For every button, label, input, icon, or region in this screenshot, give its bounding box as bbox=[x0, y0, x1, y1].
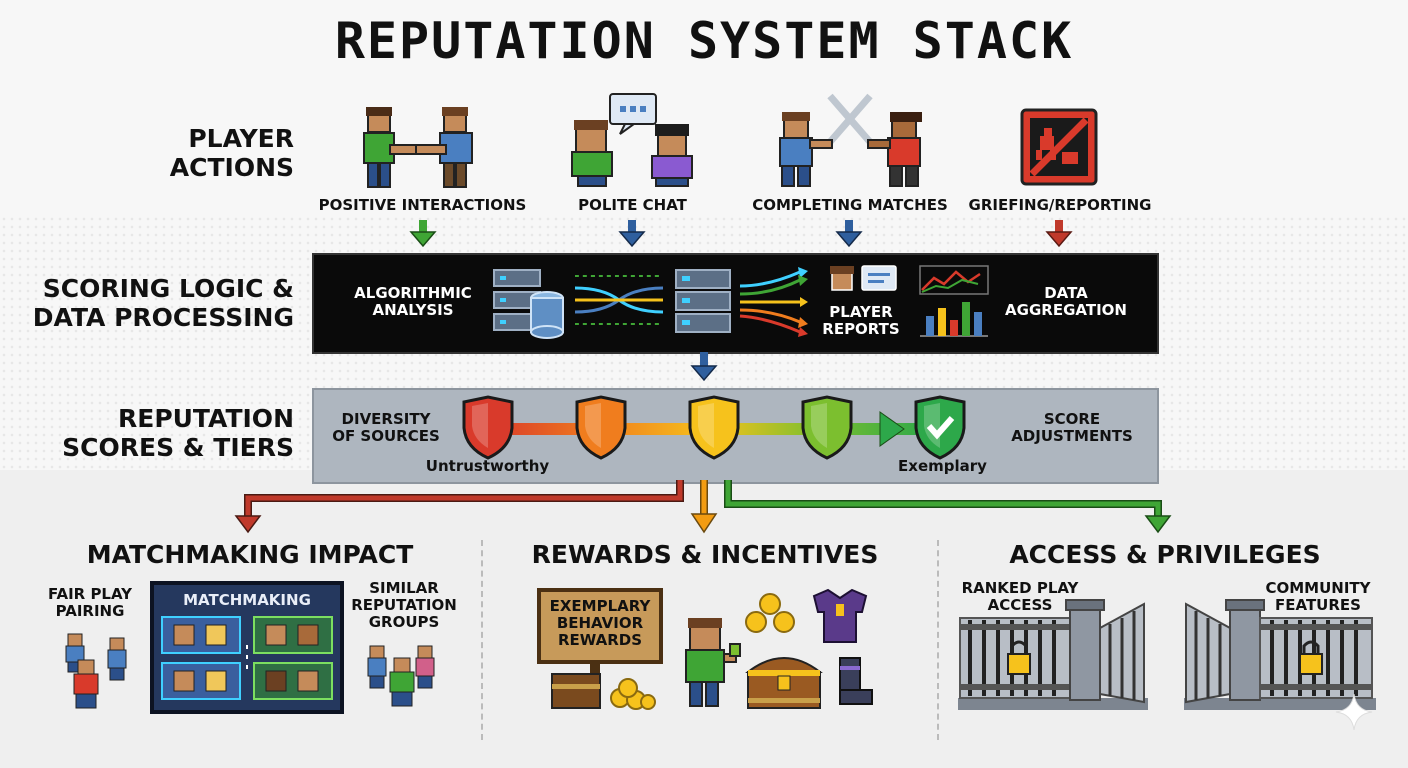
boots-icon bbox=[839, 657, 873, 705]
branch-arrows bbox=[234, 480, 1172, 534]
community-gate-icon bbox=[1184, 599, 1376, 710]
player-reward-icon bbox=[685, 618, 741, 707]
similar-group-icon bbox=[367, 645, 435, 707]
matchmaking-slots bbox=[161, 616, 333, 700]
server-database-icon bbox=[493, 269, 564, 339]
arrow-down-red bbox=[1045, 220, 1073, 248]
chat-icon bbox=[571, 93, 693, 187]
action-caption-griefing: GRIEFING/REPORTING bbox=[968, 196, 1152, 214]
exemplary-label: Exemplary bbox=[898, 457, 987, 475]
tier-scale bbox=[462, 395, 966, 460]
armor-icon bbox=[812, 588, 868, 643]
treasure-chest-icon bbox=[745, 657, 823, 709]
charts-icon bbox=[919, 265, 989, 337]
arrow-down-processing bbox=[690, 352, 718, 382]
matchmaking-screen-title: MATCHMAKING bbox=[183, 591, 311, 609]
treasure-pile-icon bbox=[551, 660, 656, 710]
section-title-access: ACCESS & PRIVILEGES bbox=[1009, 540, 1321, 569]
action-caption-polite-chat: POLITE CHAT bbox=[578, 196, 687, 214]
no-griefing-icon bbox=[1020, 108, 1098, 186]
row-label-scores: REPUTATION SCORES & TIERS bbox=[62, 404, 294, 462]
score-adjustments-label: SCORE ADJUSTMENTS bbox=[1011, 410, 1133, 445]
section-title-matchmaking: MATCHMAKING IMPACT bbox=[86, 540, 414, 569]
ranked-play-label: RANKED PLAY ACCESS bbox=[961, 579, 1079, 614]
row-label-player-actions: PLAYER ACTIONS bbox=[169, 124, 294, 182]
shield-icon bbox=[801, 395, 853, 460]
community-features-label: COMMUNITY FEATURES bbox=[1265, 579, 1371, 614]
matchmaking-screen: MATCHMAKING bbox=[150, 581, 344, 714]
output-arrows-icon bbox=[739, 267, 808, 337]
server-icon bbox=[675, 269, 731, 333]
data-flow-icon bbox=[574, 275, 664, 325]
coins-icon bbox=[745, 593, 795, 633]
processing-panel bbox=[312, 253, 1159, 354]
algorithmic-analysis-label: ALGORITHMIC ANALYSIS bbox=[354, 284, 472, 319]
shield-check-icon bbox=[914, 395, 966, 460]
action-caption-positive: POSITIVE INTERACTIONS bbox=[318, 196, 527, 214]
shield-icon bbox=[575, 395, 627, 460]
diversity-label: DIVERSITY OF SOURCES bbox=[332, 410, 440, 445]
untrustworthy-label: Untrustworthy bbox=[425, 457, 550, 475]
swords-icon bbox=[779, 93, 922, 187]
ranked-gate-icon bbox=[958, 599, 1148, 710]
sparkle-icon bbox=[1335, 693, 1373, 731]
section-divider-left bbox=[481, 540, 483, 740]
fair-play-players-icon bbox=[65, 633, 127, 709]
arrow-down-green bbox=[409, 220, 437, 248]
player-report-icon bbox=[830, 265, 897, 291]
arrow-down-blue-1 bbox=[618, 220, 646, 248]
shield-icon bbox=[462, 395, 514, 460]
handshake-icon bbox=[363, 107, 473, 188]
section-divider-right bbox=[937, 540, 939, 740]
similar-reputation-label: SIMILAR REPUTATION GROUPS bbox=[351, 579, 457, 631]
arrow-down-blue-2 bbox=[835, 220, 863, 248]
section-title-rewards: REWARDS & INCENTIVES bbox=[531, 540, 879, 569]
action-caption-completing: COMPLETING MATCHES bbox=[752, 196, 948, 214]
rewards-sign: EXEMPLARY BEHAVIOR REWARDS bbox=[537, 588, 663, 664]
rewards-sign-text: EXEMPLARY BEHAVIOR REWARDS bbox=[549, 597, 651, 649]
fair-play-label: FAIR PLAY PAIRING bbox=[47, 585, 133, 620]
shield-icon bbox=[688, 395, 740, 460]
data-aggregation-label: DATA AGGREGATION bbox=[1005, 284, 1127, 319]
tier-arrow-head bbox=[879, 411, 905, 447]
player-reports-label: PLAYER REPORTS bbox=[822, 303, 900, 338]
page-title: REPUTATION SYSTEM STACK bbox=[334, 12, 1074, 70]
row-label-scoring: SCORING LOGIC & DATA PROCESSING bbox=[32, 274, 294, 332]
